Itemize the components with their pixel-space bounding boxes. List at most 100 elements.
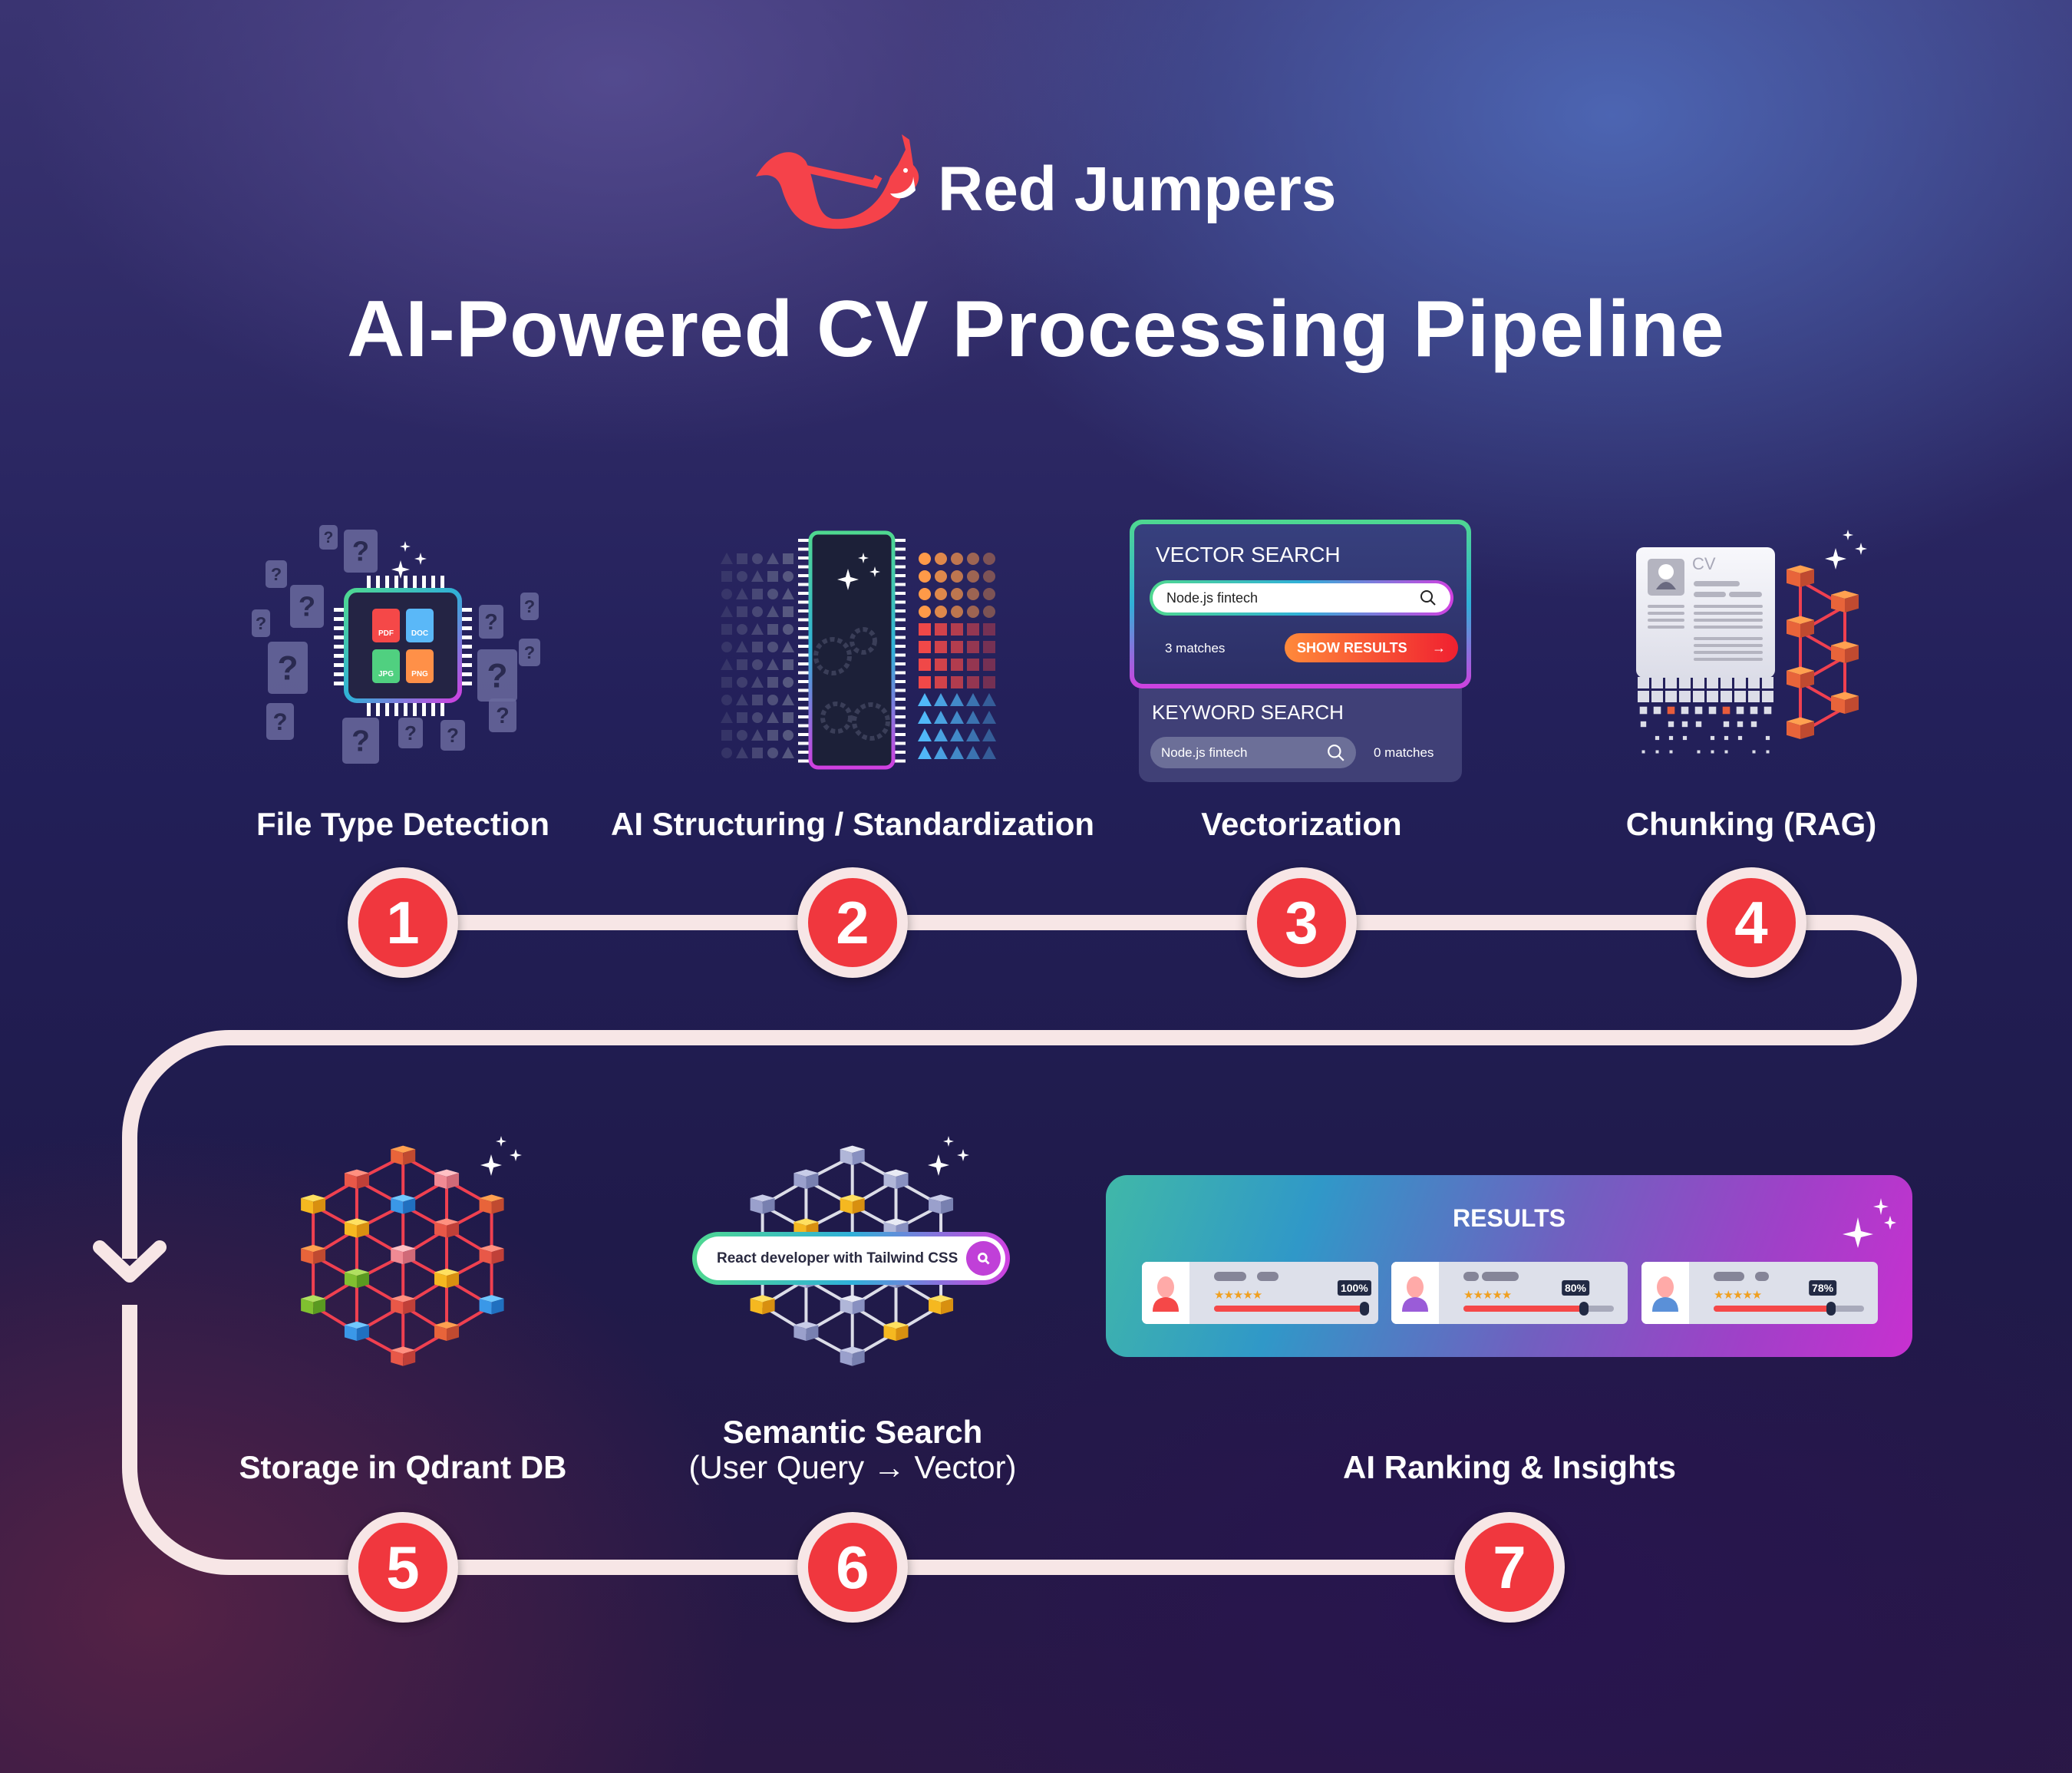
- rating-stars: ★★★★★: [1214, 1289, 1262, 1302]
- chip-pin: [334, 672, 348, 676]
- semantic-search-button[interactable]: [966, 1241, 1001, 1276]
- step-5-label: Storage in Qdrant DB: [239, 1449, 567, 1485]
- cube: [883, 1169, 909, 1189]
- cube: [1831, 590, 1859, 612]
- text-line: [1729, 592, 1762, 597]
- pixel-fragment: [1653, 706, 1661, 715]
- triangle-shape: [950, 746, 964, 759]
- sparkle-icon: [837, 569, 859, 590]
- chip-pin: [431, 576, 435, 593]
- question-mark-icon: ?: [272, 708, 287, 735]
- triangle-shape: [736, 747, 748, 758]
- unknown-file-card: [477, 649, 517, 702]
- cube: [434, 1218, 460, 1238]
- sparkle-icon: [414, 553, 427, 565]
- square-shape: [752, 748, 763, 758]
- results-panel: RESULTS ★★★★★100%★★★★★80%★★★★★78%: [1106, 1175, 1912, 1357]
- circle-shape: [919, 553, 931, 565]
- chip-pin: [458, 636, 472, 639]
- semantic-search-input[interactable]: React developer with Tailwind CSS: [692, 1232, 1010, 1285]
- pixel-fragment: [1707, 691, 1718, 702]
- panel-pin: [895, 547, 906, 551]
- match-score-fill: [1714, 1306, 1831, 1312]
- pixel-fragment: [1667, 706, 1675, 715]
- pixel-fragment: [1651, 677, 1663, 688]
- keyword-search-input[interactable]: Node.js fintech: [1150, 737, 1356, 768]
- rating-stars: ★★★★★: [1463, 1289, 1512, 1302]
- pixel-fragment: [1707, 677, 1718, 688]
- cube: [1831, 641, 1859, 663]
- cube-left: [1787, 569, 1800, 587]
- cube: [391, 1346, 416, 1366]
- circle-shape: [752, 659, 763, 670]
- unknown-file-card: [344, 530, 378, 573]
- pixel-fragment: [1638, 691, 1649, 702]
- chip-pin: [334, 654, 348, 658]
- question-mark-icon: ?: [447, 724, 459, 747]
- result-card[interactable]: ★★★★★ 80%: [1391, 1262, 1628, 1324]
- pixel-fragment: [1762, 677, 1773, 688]
- triangle-shape: [782, 694, 794, 705]
- question-mark-icon: ?: [324, 529, 334, 546]
- pixel-fragment: [1737, 735, 1743, 741]
- square-shape: [752, 589, 763, 599]
- cube: [391, 1295, 416, 1315]
- panel-pin: [895, 698, 906, 701]
- file-type-png: PNG: [411, 670, 428, 678]
- square-shape: [951, 623, 963, 636]
- chip-pin: [376, 576, 380, 593]
- cube: [750, 1194, 775, 1214]
- pixel-fragment: [1638, 677, 1649, 688]
- gear-icon: [820, 702, 853, 734]
- show-results-button[interactable]: SHOW RESULTS→: [1285, 633, 1458, 662]
- question-mark-icon: ?: [278, 649, 299, 687]
- pixel-fragment: [1724, 735, 1729, 741]
- match-score-bar: 78%: [1714, 1280, 1864, 1316]
- vector-search-input[interactable]: Node.js fintech: [1150, 580, 1453, 616]
- panel-pin: [798, 653, 809, 657]
- chip-pin: [458, 608, 472, 612]
- results-title: RESULTS: [1453, 1204, 1566, 1232]
- match-score-knob: [1579, 1302, 1589, 1316]
- text-line: [1694, 651, 1763, 654]
- cube-left: [1787, 670, 1800, 688]
- circle-shape: [783, 730, 793, 741]
- triangle-shape: [918, 693, 932, 706]
- unknown-file-card: [519, 639, 540, 666]
- circle-shape: [951, 606, 963, 618]
- sparkle-icon: [391, 560, 410, 579]
- cube-right: [1845, 695, 1859, 714]
- panel-pin: [798, 547, 809, 551]
- circle-shape: [721, 748, 732, 758]
- step-1-label: File Type Detection: [256, 806, 549, 842]
- chip-pin: [394, 699, 398, 716]
- chip-pin: [440, 576, 444, 593]
- question-mark-icon: ?: [484, 610, 497, 635]
- match-score-label: 80%: [1561, 1280, 1590, 1296]
- pixel-fragment: [1668, 721, 1674, 728]
- pixel-fragment: [1711, 750, 1714, 754]
- cube: [929, 1194, 954, 1214]
- panel-pin: [895, 733, 906, 736]
- square-shape: [721, 730, 732, 741]
- cube-right: [1845, 645, 1859, 663]
- panel-pin: [798, 565, 809, 569]
- cube-right: [1845, 594, 1859, 612]
- square-shape: [983, 623, 995, 636]
- square-shape: [951, 641, 963, 653]
- text-line: [1694, 637, 1763, 640]
- square-shape: [737, 553, 747, 564]
- unknown-file-card: [266, 703, 294, 740]
- panel-pin: [895, 759, 906, 763]
- panel-pin: [798, 645, 809, 648]
- text-placeholder: [1755, 1272, 1769, 1281]
- panel-pin: [798, 662, 809, 665]
- red-squirrel-logo: [756, 134, 919, 229]
- result-card[interactable]: ★★★★★100%: [1142, 1262, 1378, 1324]
- square-shape: [783, 606, 793, 617]
- pixel-fragment: [1737, 721, 1744, 728]
- match-score-label: 78%: [1809, 1280, 1837, 1296]
- pixel-fragment: [1681, 706, 1689, 715]
- result-card[interactable]: ★★★★★78%: [1641, 1262, 1878, 1324]
- cube-top: [479, 1295, 504, 1303]
